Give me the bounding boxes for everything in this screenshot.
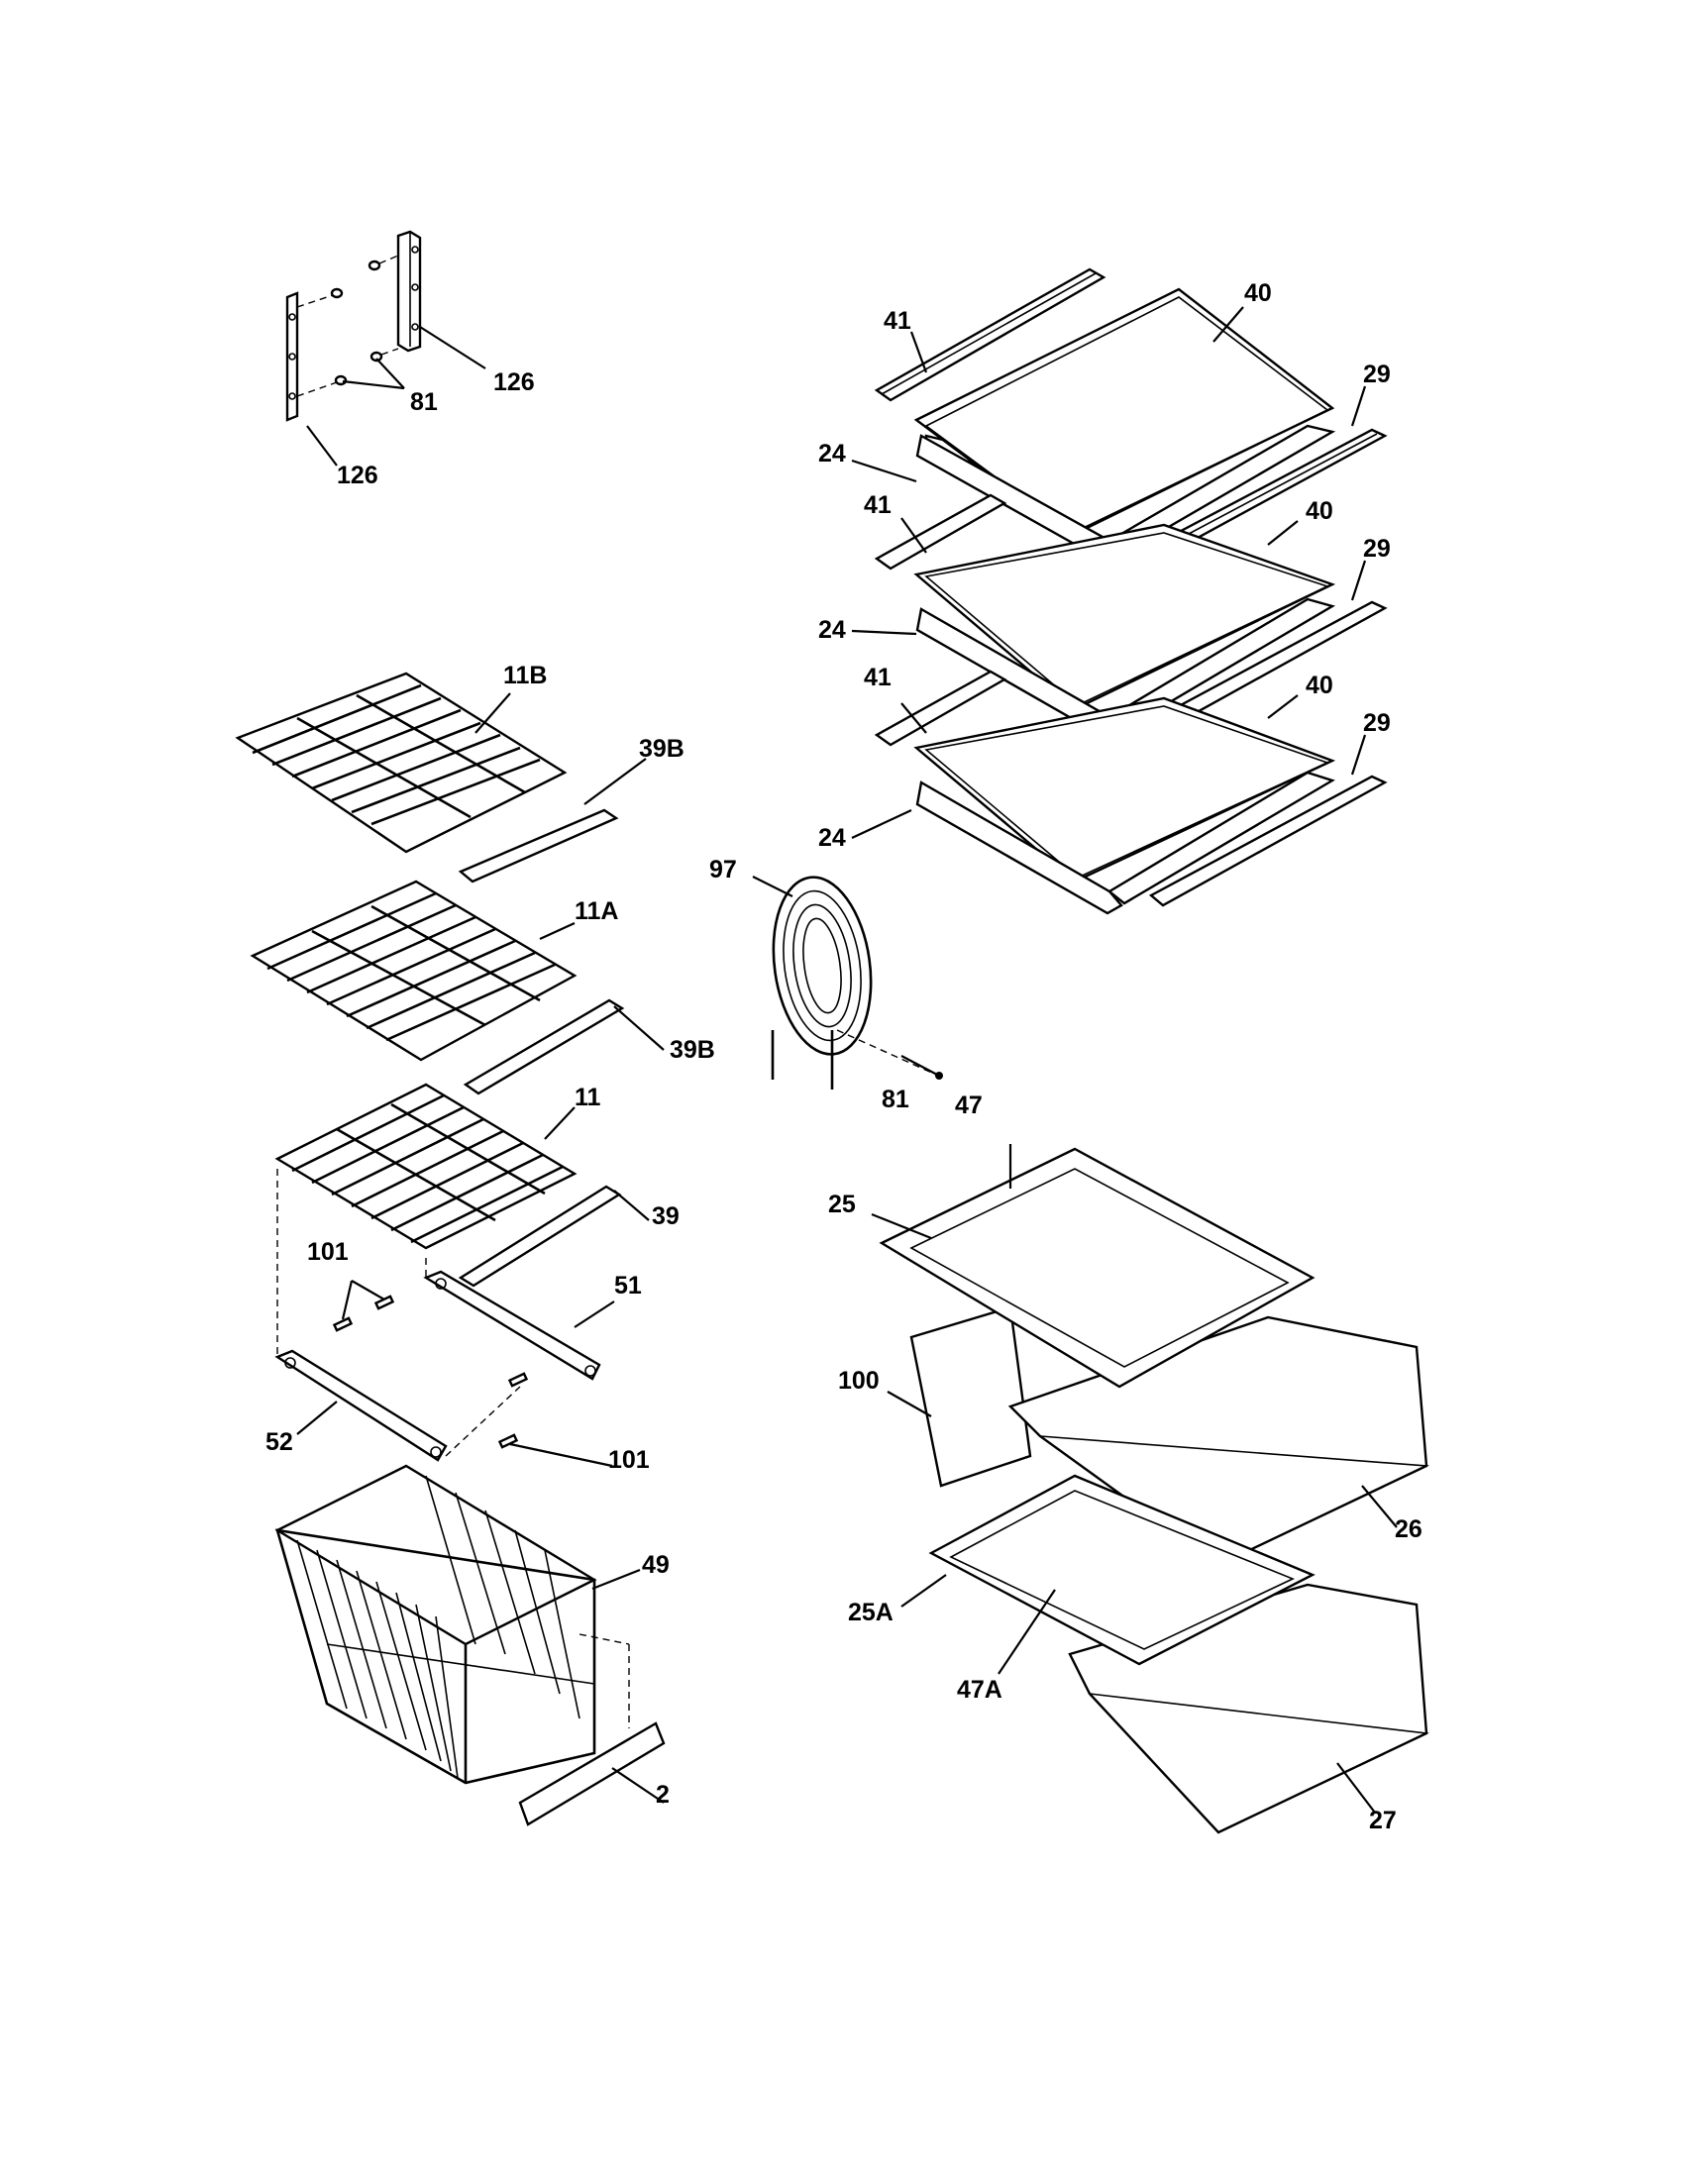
callout-126-right: 126 <box>493 368 535 396</box>
callout-25a: 25A <box>848 1599 894 1626</box>
mounting-bracket-left <box>285 291 299 422</box>
callout-41-top: 41 <box>884 307 911 335</box>
shelf-frame-top <box>915 424 1336 565</box>
callout-11b: 11B <box>503 662 548 689</box>
shelf-trim-29-bottom <box>1148 775 1388 907</box>
callout-27: 27 <box>1369 1807 1397 1834</box>
callout-40-top: 40 <box>1244 279 1272 307</box>
shelf-rail-52 <box>274 1349 448 1462</box>
callout-39b-lower: 39B <box>670 1036 715 1064</box>
callout-101-upper: 101 <box>307 1238 349 1266</box>
glass-shelf-bottom <box>913 696 1336 884</box>
callout-24-top: 24 <box>818 440 846 468</box>
mounting-bracket-right <box>396 230 422 353</box>
wire-shelf-11b <box>235 672 568 854</box>
callout-52: 52 <box>265 1428 293 1456</box>
callout-81-coil: 81 <box>882 1086 909 1113</box>
shelf-frame-bottom <box>915 771 1335 915</box>
callout-24-middle: 24 <box>818 616 846 644</box>
callout-29-bottom: 29 <box>1363 709 1391 737</box>
callout-29-middle: 29 <box>1363 535 1391 563</box>
crisper-cover-25a <box>928 1474 1316 1666</box>
callout-101-lower: 101 <box>608 1446 650 1474</box>
callout-39b-upper: 39B <box>639 735 684 763</box>
glass-shelf-middle <box>913 523 1336 711</box>
screws-101 <box>276 1169 529 1457</box>
callout-100: 100 <box>838 1367 880 1395</box>
callout-11: 11 <box>575 1084 601 1111</box>
shelf-trim-41-top <box>874 267 1106 402</box>
callout-81-top: 81 <box>410 388 438 416</box>
callout-24-bottom: 24 <box>818 824 846 852</box>
shelf-trim-41-bottom <box>874 670 1007 747</box>
shelf-trim-39b-upper <box>458 808 619 884</box>
callout-40-bottom: 40 <box>1306 672 1333 699</box>
basket-trim-2 <box>518 1633 666 1826</box>
callout-47a: 47A <box>957 1676 1002 1704</box>
callout-47: 47 <box>955 1092 983 1119</box>
callout-41-middle: 41 <box>864 491 892 519</box>
callout-49: 49 <box>642 1551 670 1579</box>
screws-81-top <box>296 255 399 397</box>
shelf-trim-41-middle <box>874 493 1007 571</box>
callout-25: 25 <box>828 1191 856 1218</box>
wire-shelf-11 <box>274 1083 578 1250</box>
callout-41-bottom: 41 <box>864 664 892 691</box>
leader-lines <box>296 306 1398 1814</box>
callout-29-top: 29 <box>1363 361 1391 388</box>
callout-40-middle: 40 <box>1306 497 1333 525</box>
shelf-rail-51 <box>423 1270 601 1381</box>
shelf-trim-39b-lower <box>463 998 625 1095</box>
callout-2: 2 <box>656 1781 670 1809</box>
wire-basket-49 <box>274 1464 597 1785</box>
callout-97: 97 <box>709 856 737 884</box>
callout-26: 26 <box>1395 1515 1422 1543</box>
callout-51: 51 <box>614 1272 642 1300</box>
wire-shelf-11a <box>250 880 578 1062</box>
callout-11a: 11A <box>575 897 619 925</box>
callout-39: 39 <box>652 1202 680 1230</box>
callout-126-left: 126 <box>337 462 378 489</box>
water-tube-coil-97 <box>771 876 943 1090</box>
crisper-divider-100 <box>909 1305 1032 1488</box>
